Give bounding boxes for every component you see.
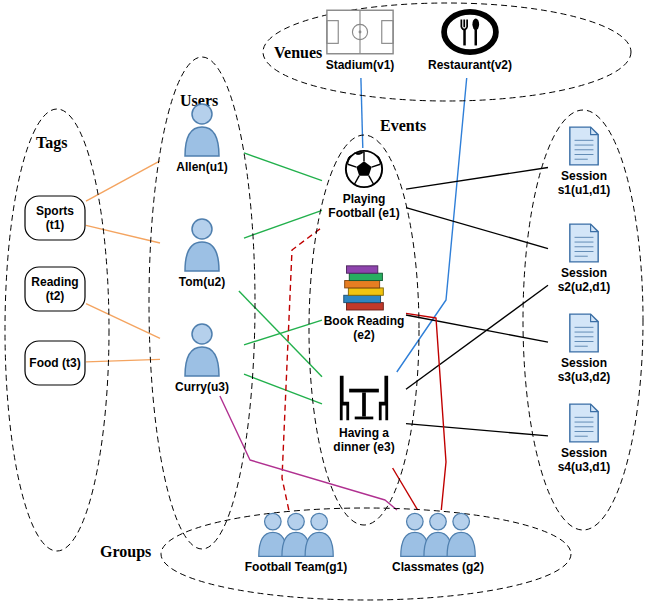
node-label: Book Reading (e2) [322, 314, 406, 342]
relation-line [406, 208, 548, 249]
node-label: Tom(u2) [160, 275, 244, 289]
tag-node: Reading (t2) [24, 266, 86, 312]
tag-node: Food (t3) [24, 340, 86, 386]
doc-icon [567, 222, 601, 264]
relation-line [406, 285, 548, 389]
person-icon [182, 215, 222, 273]
node-label: Restaurant(v2) [420, 58, 520, 72]
node-label: Session s3(u3,d2) [548, 356, 620, 384]
node-label: Sports (t1) [27, 204, 83, 232]
tags-region: TagsSports (t1) Reading (t2) Food (t3) [2, 108, 112, 552]
node-label: Stadium(v1) [318, 58, 402, 72]
tag-node: Sports (t1) [24, 195, 86, 241]
relation-line [406, 168, 548, 190]
node-label: Reading (t2) [27, 275, 83, 303]
person-icon [182, 100, 222, 158]
sessions-region [523, 110, 643, 530]
relation-line [244, 320, 322, 345]
person-icon [182, 320, 222, 378]
books-icon [341, 262, 387, 312]
relation-line [406, 424, 548, 436]
doc-icon [567, 125, 601, 167]
session-node: Session s3(u3,d2) [548, 312, 620, 386]
group-icon [254, 510, 338, 558]
relation-line [282, 227, 322, 510]
user-node: Allen(u1) [160, 100, 244, 176]
region-title: Tags [36, 134, 67, 152]
relation-line [244, 153, 322, 181]
doc-icon [567, 402, 601, 444]
event-node: Playing Football (e1) [322, 148, 406, 243]
stadium-icon [325, 8, 395, 56]
users-region: UsersAllen(u1)Tom(u2)Curry(u3) [148, 56, 256, 550]
venue-node: Stadium(v1) [318, 8, 402, 78]
group-icon [396, 510, 480, 558]
relation-line [86, 225, 160, 243]
region-title: Groups [100, 543, 151, 561]
groups-region: GroupsFootball Team(g1) Classmates (g2) [100, 505, 575, 603]
session-node: Session s2(u2,d1) [548, 222, 620, 296]
venues-region: VenuesStadium(v1) Restaurant(v2) [262, 2, 632, 102]
dinner-icon [336, 372, 392, 424]
user-node: Tom(u2) [160, 215, 244, 291]
relation-line [244, 210, 322, 238]
ball-icon [343, 148, 385, 190]
node-label: Session s4(u3,d1) [548, 446, 620, 474]
node-label: Playing Football (e1) [322, 192, 406, 220]
region-title: Events [380, 117, 426, 135]
session-node: Session s4(u3,d1) [548, 402, 620, 476]
doc-icon [567, 312, 601, 354]
node-label: Session s1(u1,d1) [548, 169, 620, 197]
event-node: Having a dinner (e3) [322, 372, 406, 468]
relation-line [361, 78, 363, 148]
relation-line [86, 359, 160, 362]
node-label: Food (t3) [27, 356, 83, 370]
node-label: Having a dinner (e3) [322, 426, 406, 454]
region-title: Venues [274, 44, 322, 62]
group-node: Classmates (g2) [386, 510, 490, 578]
user-node: Curry(u3) [160, 320, 244, 396]
events-region: EventsPlaying Football (e1) Book Reading … [305, 117, 430, 528]
venue-node: Restaurant(v2) [420, 8, 520, 78]
node-label: Football Team(g1) [240, 560, 352, 574]
group-node: Football Team(g1) [240, 510, 352, 578]
node-label: Session s2(u2,d1) [548, 266, 620, 294]
node-label: Allen(u1) [160, 160, 244, 174]
rest-icon [439, 8, 501, 56]
region-outline [100, 505, 575, 603]
region-outline [2, 108, 112, 552]
event-node: Book Reading (e2) [322, 262, 406, 352]
node-label: Classmates (g2) [386, 560, 490, 574]
session-node: Session s1(u1,d1) [548, 125, 620, 199]
node-label: Curry(u3) [160, 380, 244, 394]
relation-line [406, 313, 446, 510]
relation-line [86, 161, 160, 201]
